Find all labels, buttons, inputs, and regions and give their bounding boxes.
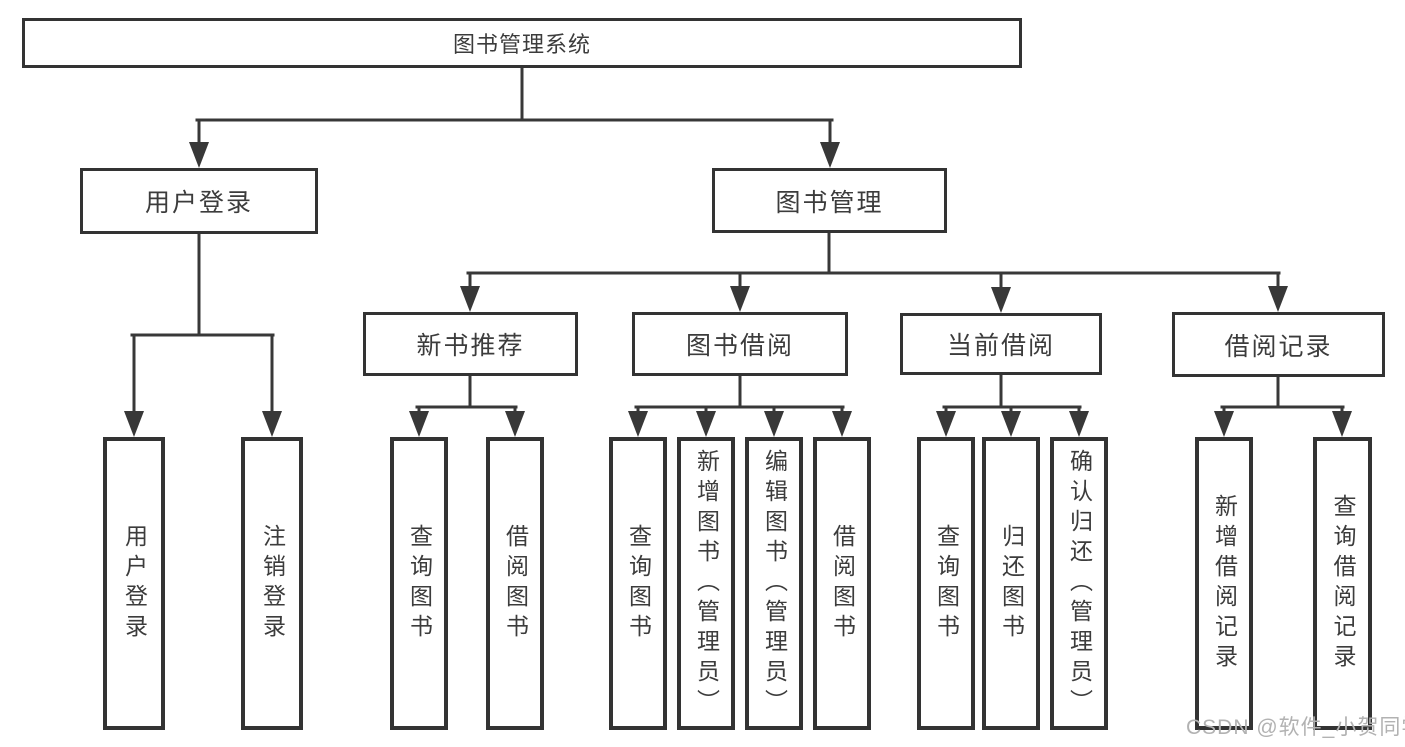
arrowhead: [262, 411, 282, 437]
node-nb-borrow-books-label: 借阅图书: [502, 523, 529, 644]
arrowhead: [696, 411, 716, 437]
arrowhead: [124, 411, 144, 437]
node-user-login-action-label: 用户登录: [121, 523, 148, 644]
connector-borrowing-records-to-children: [1214, 375, 1352, 437]
node-bb-query-books: 查询图书: [609, 437, 667, 730]
node-bb-add-books-admin: 新增图书（管理员）: [677, 437, 735, 730]
node-borrowing-records: 借阅记录: [1172, 312, 1385, 377]
connector-book-management-to-children: [460, 231, 1288, 313]
node-user-login-label: 用户登录: [144, 189, 253, 217]
node-cb-query-books: 查询图书: [917, 437, 975, 730]
arrowhead: [505, 411, 525, 437]
node-br-add-record: 新增借阅记录: [1195, 437, 1253, 730]
node-logout-action: 注销登录: [241, 437, 303, 730]
node-book-borrowing-label: 图书借阅: [685, 332, 794, 360]
node-br-query-record: 查询借阅记录: [1313, 437, 1372, 730]
arrowhead: [820, 142, 840, 168]
node-logout-action-label: 注销登录: [259, 523, 286, 644]
node-cb-return-books: 归还图书: [982, 437, 1040, 730]
node-root-label: 图书管理系统: [452, 32, 591, 57]
node-borrowing-records-label: 借阅记录: [1224, 332, 1333, 361]
connector-root-to-level2: [189, 66, 840, 168]
node-bb-query-books-label: 查询图书: [625, 523, 652, 644]
arrowhead: [832, 411, 852, 437]
node-br-add-record-label: 新增借阅记录: [1211, 493, 1238, 674]
node-br-query-record-label: 查询借阅记录: [1330, 493, 1356, 674]
arrowhead: [1214, 411, 1234, 437]
node-nb-borrow-books: 借阅图书: [486, 437, 544, 730]
arrowhead: [460, 286, 480, 312]
node-new-book-recommend-label: 新书推荐: [416, 332, 525, 360]
arrowhead: [764, 411, 784, 437]
node-user-login-action: 用户登录: [103, 437, 165, 730]
connector-new-book-recommend-to-children: [409, 374, 525, 437]
arrowhead: [936, 411, 956, 437]
node-cb-return-books-label: 归还图书: [998, 523, 1025, 644]
node-root: 图书管理系统: [22, 18, 1022, 68]
node-cb-confirm-return-admin: 确认归还（管理员）: [1050, 437, 1108, 730]
node-nb-query-books-label: 查询图书: [406, 523, 433, 644]
arrowhead: [628, 411, 648, 437]
connector-user-login-to-children: [124, 232, 282, 437]
node-book-management: 图书管理: [712, 168, 947, 233]
node-book-borrowing: 图书借阅: [632, 312, 848, 376]
node-bb-edit-books-admin-label: 编辑图书（管理员）: [761, 448, 788, 719]
arrowhead: [730, 286, 750, 312]
node-new-book-recommend: 新书推荐: [363, 312, 578, 376]
node-bb-borrow-books-label: 借阅图书: [829, 523, 856, 644]
node-current-borrowing: 当前借阅: [900, 313, 1102, 375]
arrowhead: [1332, 411, 1352, 437]
node-cb-query-books-label: 查询图书: [933, 523, 960, 644]
arrowhead: [409, 411, 429, 437]
arrowhead: [1001, 411, 1021, 437]
node-current-borrowing-label: 当前借阅: [946, 332, 1055, 360]
node-nb-query-books: 查询图书: [390, 437, 448, 730]
node-cb-confirm-return-admin-label: 确认归还（管理员）: [1066, 448, 1093, 719]
csdn-watermark: CSDN @软件_小贺同学: [1186, 716, 1405, 739]
node-bb-borrow-books: 借阅图书: [813, 437, 871, 730]
node-user-login: 用户登录: [80, 168, 318, 234]
node-book-management-label: 图书管理: [775, 188, 884, 217]
connector-book-borrowing-to-children: [628, 374, 852, 437]
arrowhead: [1268, 286, 1288, 312]
node-bb-add-books-admin-label: 新增图书（管理员）: [693, 448, 720, 719]
connector-current-borrowing-to-children: [936, 373, 1089, 437]
arrowhead: [1069, 411, 1089, 437]
arrowhead: [991, 287, 1011, 313]
arrowhead: [189, 142, 209, 168]
node-bb-edit-books-admin: 编辑图书（管理员）: [745, 437, 803, 730]
